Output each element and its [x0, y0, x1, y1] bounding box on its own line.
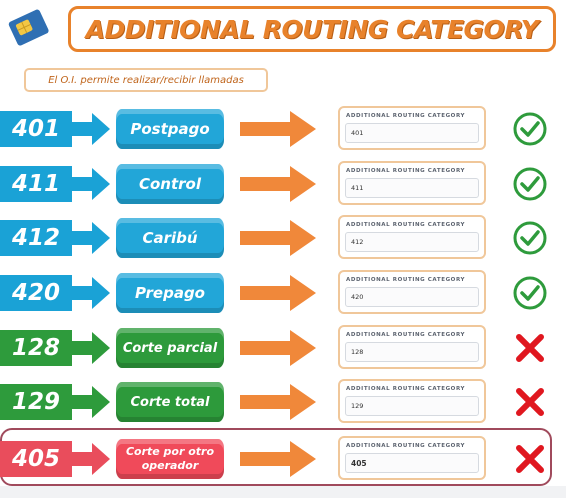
- routing-code: 412: [0, 220, 72, 256]
- routing-category-input[interactable]: 401: [345, 123, 479, 143]
- field-value: 129: [351, 402, 364, 410]
- routing-field: ADDITIONAL ROUTING CATEGORY 420: [338, 270, 486, 314]
- routing-category-input[interactable]: 128: [345, 342, 479, 362]
- orange-arrow-icon: [240, 330, 316, 366]
- field-value: 401: [351, 129, 364, 137]
- category-label: Caribú: [116, 218, 224, 258]
- routing-category-input[interactable]: 412: [345, 232, 479, 252]
- routing-row: 129 Corte total ADDITIONAL ROUTING CATEG…: [0, 379, 566, 425]
- routing-row: 420 Prepago ADDITIONAL ROUTING CATEGORY …: [0, 270, 566, 316]
- routing-row: 128 Corte parcial ADDITIONAL ROUTING CAT…: [0, 325, 566, 371]
- routing-field: ADDITIONAL ROUTING CATEGORY 411: [338, 161, 486, 205]
- field-value: 128: [351, 348, 364, 356]
- field-value: 411: [351, 184, 364, 192]
- field-label: ADDITIONAL ROUTING CATEGORY: [346, 113, 466, 119]
- orange-arrow-icon: [240, 441, 316, 477]
- page-subtitle: El O.I. permite realizar/recibir llamada…: [48, 74, 244, 86]
- routing-row: 405 Corte por otro operador ADDITIONAL R…: [0, 436, 566, 482]
- field-label: ADDITIONAL ROUTING CATEGORY: [346, 332, 466, 338]
- routing-category-input[interactable]: 405: [345, 453, 479, 473]
- check-icon: [513, 221, 547, 255]
- category-label: Corte parcial: [116, 328, 224, 368]
- routing-category-input[interactable]: 420: [345, 287, 479, 307]
- routing-code: 401: [0, 111, 72, 147]
- category-label: Control: [116, 164, 224, 204]
- sim-card-icon: [8, 9, 49, 46]
- routing-code: 411: [0, 166, 72, 202]
- orange-arrow-icon: [240, 275, 316, 311]
- routing-field: ADDITIONAL ROUTING CATEGORY 128: [338, 325, 486, 369]
- check-icon: [513, 167, 547, 201]
- cross-icon: [516, 334, 544, 362]
- field-label: ADDITIONAL ROUTING CATEGORY: [346, 277, 466, 283]
- routing-field: ADDITIONAL ROUTING CATEGORY 401: [338, 106, 486, 150]
- field-label: ADDITIONAL ROUTING CATEGORY: [346, 386, 466, 392]
- page-title: ADDITIONAL ROUTING CATEGORY: [85, 14, 539, 44]
- category-label: Prepago: [116, 273, 224, 313]
- right-arrow-icon: [72, 222, 110, 254]
- right-arrow-icon: [72, 113, 110, 145]
- field-label: ADDITIONAL ROUTING CATEGORY: [346, 222, 466, 228]
- routing-category-input[interactable]: 129: [345, 396, 479, 416]
- field-label: ADDITIONAL ROUTING CATEGORY: [346, 443, 466, 449]
- orange-arrow-icon: [240, 220, 316, 256]
- routing-field: ADDITIONAL ROUTING CATEGORY 405: [338, 436, 486, 480]
- routing-field: ADDITIONAL ROUTING CATEGORY 129: [338, 379, 486, 423]
- routing-row: 411 Control ADDITIONAL ROUTING CATEGORY …: [0, 161, 566, 207]
- field-value: 405: [351, 459, 367, 468]
- field-value: 420: [351, 293, 364, 301]
- right-arrow-icon: [72, 332, 110, 364]
- field-label: ADDITIONAL ROUTING CATEGORY: [346, 168, 466, 174]
- right-arrow-icon: [72, 443, 110, 475]
- category-label: Corte total: [116, 382, 224, 422]
- right-arrow-icon: [72, 277, 110, 309]
- routing-code: 405: [0, 441, 72, 477]
- cross-icon: [516, 445, 544, 473]
- check-icon: [513, 112, 547, 146]
- right-arrow-icon: [72, 386, 110, 418]
- subtitle-banner: El O.I. permite realizar/recibir llamada…: [24, 68, 268, 92]
- check-icon: [513, 276, 547, 310]
- routing-code: 129: [0, 384, 72, 420]
- category-label: Corte por otro operador: [116, 439, 224, 479]
- field-value: 412: [351, 238, 364, 246]
- bottom-band: [0, 486, 566, 498]
- orange-arrow-icon: [240, 166, 316, 202]
- orange-arrow-icon: [240, 111, 316, 147]
- orange-arrow-icon: [240, 384, 316, 420]
- routing-code: 128: [0, 330, 72, 366]
- title-banner: ADDITIONAL ROUTING CATEGORY: [68, 6, 556, 52]
- category-label: Postpago: [116, 109, 224, 149]
- routing-field: ADDITIONAL ROUTING CATEGORY 412: [338, 215, 486, 259]
- routing-code: 420: [0, 275, 72, 311]
- cross-icon: [516, 388, 544, 416]
- routing-row: 412 Caribú ADDITIONAL ROUTING CATEGORY 4…: [0, 215, 566, 261]
- routing-row: 401 Postpago ADDITIONAL ROUTING CATEGORY…: [0, 106, 566, 152]
- right-arrow-icon: [72, 168, 110, 200]
- routing-category-input[interactable]: 411: [345, 178, 479, 198]
